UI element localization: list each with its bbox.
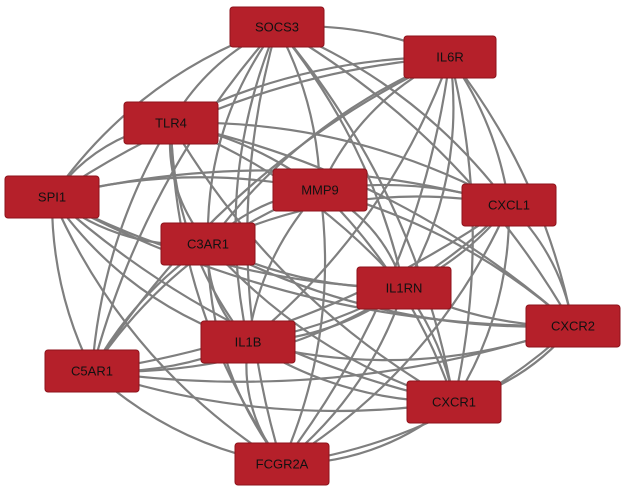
edge-socs3-c3ar1 (206, 25, 279, 246)
node-label: SOCS3 (255, 20, 299, 35)
node-box (123, 101, 219, 145)
node-label: IL1B (235, 335, 262, 350)
node-label: SPI1 (38, 190, 66, 205)
edge-cxcl1-c5ar1 (90, 203, 511, 373)
node-box (44, 349, 140, 393)
node-label: C3AR1 (187, 237, 229, 252)
edge-cxcl1-cxcr1 (452, 203, 511, 404)
node-box (4, 175, 100, 219)
node-il6r[interactable]: IL6R (403, 35, 497, 79)
node-label: C5AR1 (71, 364, 113, 379)
node-cxcr1[interactable]: CXCR1 (406, 380, 502, 424)
node-spi1[interactable]: SPI1 (4, 175, 100, 219)
edge-il6r-spi1 (50, 55, 452, 199)
edge-spi1-cxcr2 (50, 195, 575, 328)
edge-socs3-c5ar1 (90, 25, 279, 373)
node-box (160, 222, 256, 266)
edge-socs3-cxcr2 (275, 25, 575, 328)
node-label: MMP9 (301, 183, 339, 198)
node-fcgr2a[interactable]: FCGR2A (234, 442, 330, 486)
node-box (200, 320, 296, 364)
node-il1rn[interactable]: IL1RN (356, 266, 452, 310)
node-label: IL6R (436, 50, 463, 65)
node-tlr4[interactable]: TLR4 (123, 101, 219, 145)
node-il1b[interactable]: IL1B (200, 320, 296, 364)
node-label: CXCL1 (488, 198, 530, 213)
node-box (356, 266, 452, 310)
edge-tlr4-c5ar1 (90, 121, 173, 373)
node-box (461, 183, 557, 227)
node-socs3[interactable]: SOCS3 (229, 6, 325, 48)
node-cxcr2[interactable]: CXCR2 (525, 304, 621, 348)
node-label: IL1RN (386, 281, 423, 296)
node-label: FCGR2A (256, 457, 309, 472)
node-label: CXCR2 (551, 319, 595, 334)
node-box (406, 380, 502, 424)
node-label: CXCR1 (432, 395, 476, 410)
node-box (229, 6, 325, 48)
node-c5ar1[interactable]: C5AR1 (44, 349, 140, 393)
edge-il6r-il1b (246, 55, 452, 344)
edge-socs3-il1b (234, 25, 279, 344)
edge-socs3-cxcr1 (275, 25, 456, 404)
node-box (272, 168, 368, 212)
edge-c3ar1-cxcr2 (206, 242, 575, 328)
edge-cxcr2-c5ar1 (90, 324, 575, 383)
node-box (525, 304, 621, 348)
node-cxcl1[interactable]: CXCL1 (461, 183, 557, 227)
node-label: TLR4 (155, 116, 187, 131)
node-mmp9[interactable]: MMP9 (272, 168, 368, 212)
node-c3ar1[interactable]: C3AR1 (160, 222, 256, 266)
node-box (234, 442, 330, 486)
edge-cxcl1-fcgr2a (280, 203, 511, 466)
edge-spi1-fcgr2a (50, 195, 284, 466)
node-box (403, 35, 497, 79)
